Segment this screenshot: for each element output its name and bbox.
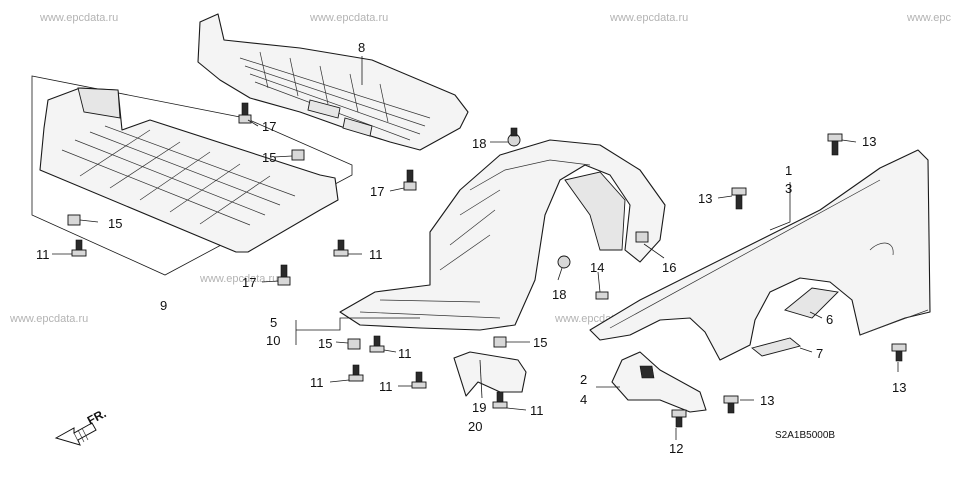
callout-17: 17 <box>370 184 384 199</box>
fasteners <box>67 102 907 428</box>
clip-15-icon <box>291 149 305 161</box>
callout-13: 13 <box>862 134 876 149</box>
watermarks: www.epcdata.ru www.epcdata.ru www.epcdat… <box>9 12 952 325</box>
callout-18: 18 <box>472 136 486 151</box>
bolt-12-icon <box>671 409 687 428</box>
callout-16: 16 <box>662 260 676 275</box>
clip-15-icon <box>493 336 507 348</box>
part-8-upper-cover <box>197 13 469 151</box>
diagram-code: S2A1B5000B <box>775 430 835 441</box>
callout-11: 11 <box>36 247 50 262</box>
callout-9: 9 <box>160 298 167 313</box>
part-6-7-pads <box>751 287 839 357</box>
callout-13: 13 <box>698 191 712 206</box>
callout-8: 8 <box>358 40 365 55</box>
callout-4: 4 <box>580 392 587 407</box>
part-19-20-bracket <box>453 351 527 397</box>
bolt-11-icon <box>411 371 427 389</box>
fr-label: FR. <box>85 406 109 427</box>
bolt-13-icon <box>723 395 739 414</box>
leader-lines <box>52 56 899 440</box>
clip-17-icon <box>403 169 417 191</box>
callout-5: 5 <box>270 315 277 330</box>
clip-18-icon <box>557 255 571 269</box>
bolt-13-icon <box>731 187 747 210</box>
bolt-11-icon <box>348 364 364 382</box>
bolt-11-icon <box>492 391 508 409</box>
callout-7: 7 <box>816 346 823 361</box>
callout-15: 15 <box>108 216 122 231</box>
watermark-text: www.epcdata.ru <box>609 12 688 24</box>
callout-10: 10 <box>266 333 280 348</box>
clip-17-icon <box>238 102 252 124</box>
clip-18-icon <box>507 127 521 147</box>
watermark-text: www.epcdata.ru <box>309 12 388 24</box>
watermark-text: www.epcdata.ru <box>199 273 278 285</box>
callout-20: 20 <box>468 419 482 434</box>
callout-13: 13 <box>760 393 774 408</box>
callout-12: 12 <box>669 441 683 456</box>
callout-2: 2 <box>580 372 587 387</box>
callout-19: 19 <box>472 400 486 415</box>
callout-18: 18 <box>552 287 566 302</box>
callout-15: 15 <box>318 336 332 351</box>
clip-15-icon <box>347 338 361 350</box>
clip-16-icon <box>635 231 649 243</box>
watermark-text: www.epcdata.ru <box>39 12 118 24</box>
callout-14: 14 <box>590 260 604 275</box>
bolt-13-icon <box>827 133 843 156</box>
callout-11: 11 <box>379 379 393 394</box>
bolt-11-icon <box>333 239 349 257</box>
part-2-4-bracket <box>611 351 707 413</box>
callout-17: 17 <box>262 119 276 134</box>
callout-13: 13 <box>892 380 906 395</box>
callouts: 8 1 3 17 17 17 18 18 13 13 13 13 12 14 1… <box>36 40 906 456</box>
callout-11: 11 <box>398 346 412 361</box>
callout-11: 11 <box>530 403 544 418</box>
watermark-text: www.epc <box>906 12 952 24</box>
callout-3: 3 <box>785 181 792 196</box>
callout-17: 17 <box>242 275 256 290</box>
part-5-10-inner-fender <box>339 139 666 331</box>
watermark-text: www.epcdata.ru <box>9 313 88 325</box>
callout-11: 11 <box>310 375 324 390</box>
bolt-11-icon <box>71 239 87 257</box>
bolt-11-icon <box>369 335 385 353</box>
callout-6: 6 <box>826 312 833 327</box>
callout-1: 1 <box>785 163 792 178</box>
bolt-13-icon <box>891 343 907 362</box>
front-direction-arrow: FR. <box>54 406 109 446</box>
callout-11: 11 <box>369 247 383 262</box>
part-1-3-front-fender <box>589 149 931 361</box>
callout-15: 15 <box>533 335 547 350</box>
bolt-14-icon <box>595 291 609 300</box>
clip-17-icon <box>277 264 291 286</box>
clip-15-icon <box>67 214 81 226</box>
callout-15: 15 <box>262 150 276 165</box>
